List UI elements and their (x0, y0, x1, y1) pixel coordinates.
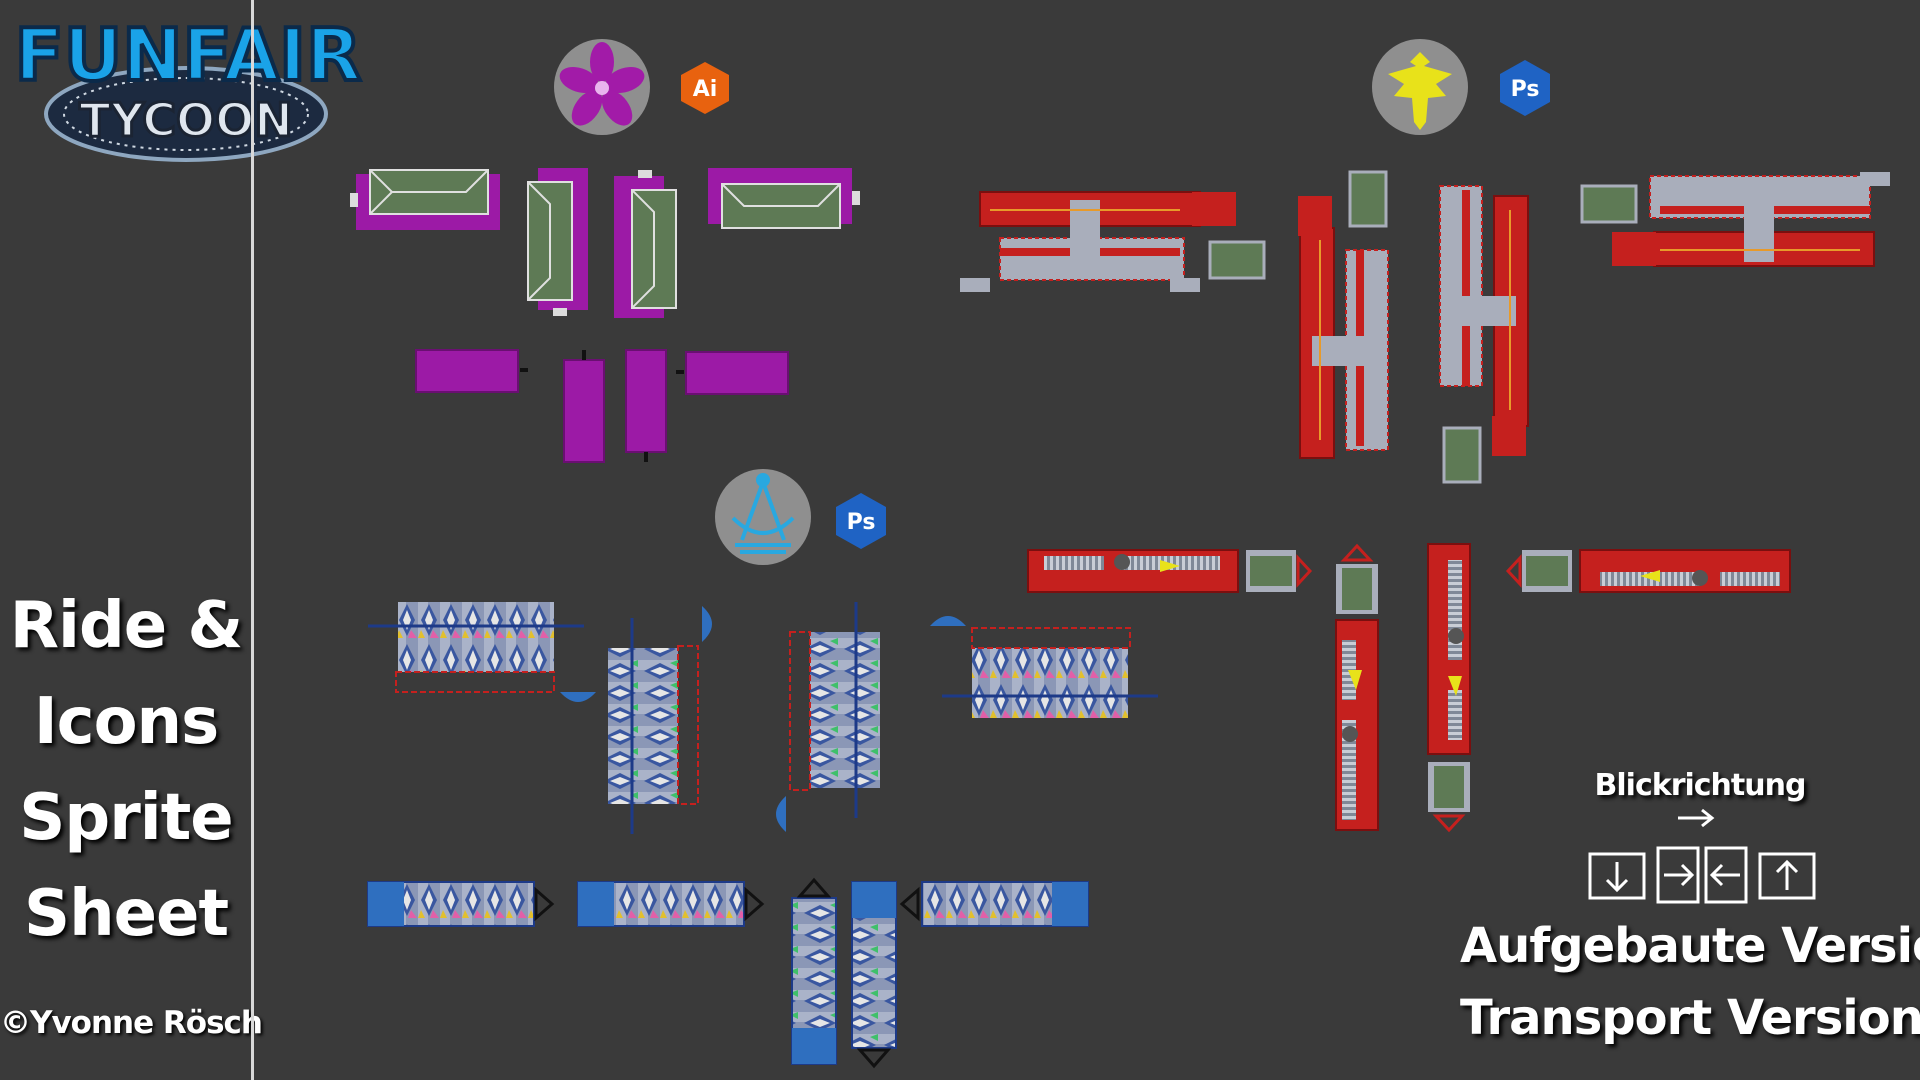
direction-down-icon (1588, 852, 1646, 900)
hibiscus-ride-icon (554, 39, 650, 135)
sidebar-divider (251, 0, 254, 1080)
eagle-sprites-built (960, 170, 1890, 484)
eagle-sprites-transport (1027, 543, 1791, 833)
direction-up-icon (1758, 852, 1816, 900)
eagle-icon (1388, 52, 1452, 130)
photoshop-label: Ps (847, 510, 876, 535)
swing-ship-sprites-built (368, 602, 1158, 834)
photoshop-label: Ps (1511, 77, 1540, 102)
title-line: Icons (33, 685, 219, 759)
version-transport-label: Transport Version (1460, 990, 1920, 1046)
version-built-label: Aufgebaute Version (1460, 918, 1920, 974)
hibiscus-sprites-built (350, 168, 860, 318)
illustrator-label: Ai (693, 77, 718, 102)
swing-ship-ride-icon (715, 469, 811, 565)
swing-ship-sprites-transport (367, 877, 1089, 1069)
hibiscus-sprites-transport (415, 349, 789, 463)
viewing-direction-label: Blickrichtung (1594, 768, 1807, 803)
swing-ship-icon (731, 473, 795, 554)
direction-left-icon (1704, 846, 1748, 904)
logo-text-tycoon: TYCOON (79, 93, 293, 147)
title-line: Ride & (9, 589, 244, 663)
illustrator-badge: Ai (681, 62, 729, 114)
eagle-ride-icon (1372, 39, 1468, 135)
funfair-tycoon-logo: FUNFAIR TYCOON (13, 11, 363, 162)
photoshop-badge: Ps (1500, 60, 1550, 116)
title-line: Sheet (23, 877, 229, 951)
copyright-credit: ©Yvonne Rösch (0, 1005, 263, 1041)
sheet-title: Ride & Icons Sprite Sheet (0, 578, 252, 962)
photoshop-badge: Ps (836, 493, 886, 549)
viewing-direction-legend (1588, 808, 1816, 904)
logo-text-funfair: FUNFAIR (15, 13, 362, 97)
direction-right-icon (1656, 846, 1700, 904)
sidebar: FUNFAIR TYCOON Ride & Icons Sprite Sheet… (0, 0, 363, 1080)
title-line: Sprite (19, 781, 233, 855)
hibiscus-icon (559, 42, 645, 126)
